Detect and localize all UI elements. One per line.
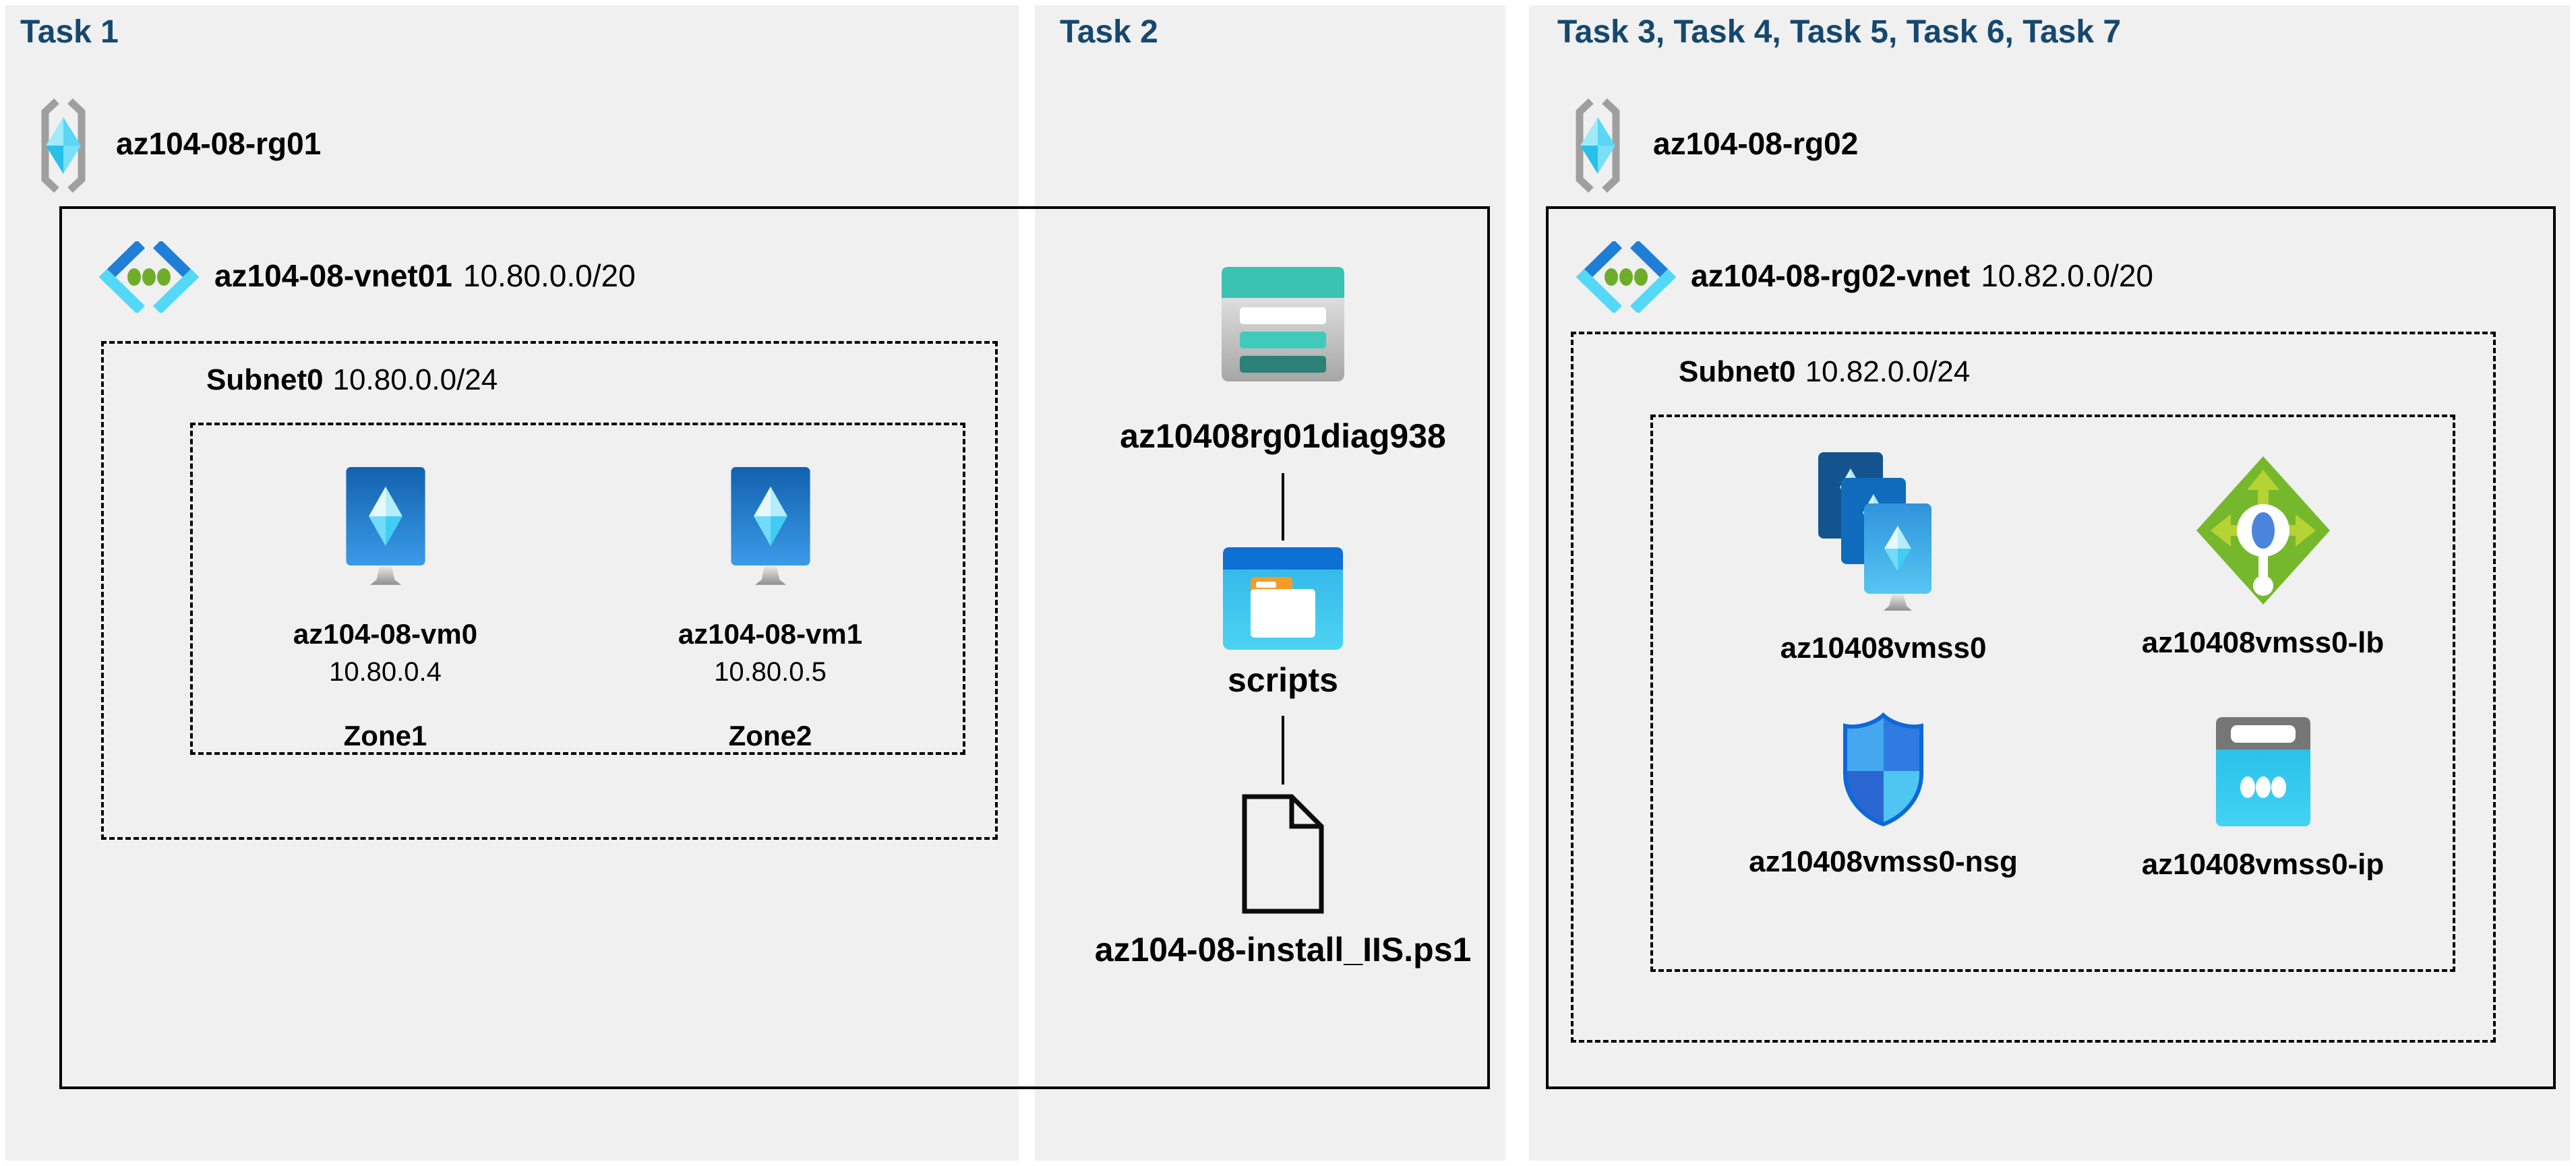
vnet-name: az104-08-rg02-vnet [1691,258,1971,293]
storage-account-icon [1222,267,1344,381]
vm-ip: 10.80.0.5 [714,656,827,687]
load-balancer-cell: az10408vmss0-lb [2073,417,2453,682]
nsg-cell: az10408vmss0-nsg [1694,682,2073,969]
task3-panel [1529,5,2570,1161]
virtual-network-icon [98,241,200,313]
vnet-name: az104-08-vnet01 [214,258,452,293]
vmss-cell: az10408vmss0 [1694,417,2073,682]
vnet1-boundary [59,206,1490,1089]
vm-name: az104-08-vm0 [293,618,478,650]
network-security-group-icon [1838,712,1929,828]
task1-panel [5,5,1019,1161]
resource-name: az10408vmss0-ip [2141,848,2385,882]
task3-header: Task 3, Task 4, Task 5, Task 6, Task 7 [1557,14,2122,50]
resource-name: az10408vmss0-nsg [1749,845,2018,879]
load-balancer-icon [2192,452,2334,609]
vm-zone: Zone1 [343,719,427,751]
vm-scale-set-icon [1814,452,1952,614]
virtual-machine-icon [335,467,436,591]
vnet-cidr: 10.82.0.0/20 [1981,258,2153,293]
container-name: scripts [1228,661,1338,699]
subnet-name: Subnet0 [1679,355,1796,388]
subnet-name: Subnet0 [206,363,324,396]
virtual-machine-icon [720,467,821,591]
vm-ip: 10.80.0.4 [329,656,442,687]
subnet-cidr: 10.80.0.0/24 [332,363,498,396]
vnet2-boundary [1546,206,2556,1089]
subnet-title: Subnet0 10.82.0.0/24 [1679,355,1971,388]
resource-group-icon [1571,98,1625,193]
vm1-cell: az104-08-vm1 10.80.0.5 Zone2 [578,425,963,752]
subnet2-boundary [1571,332,2496,1043]
task2-header: Task 2 [1060,14,1158,50]
zones-boundary: az104-08-vm0 10.80.0.4 Zone1 az104-08-vm… [190,423,965,755]
public-ip-icon [2211,712,2316,830]
vnet-title: az104-08-vnet01 10.80.0.0/20 [214,259,636,293]
vm-name: az104-08-vm1 [678,618,863,650]
script-file-icon [1240,794,1325,914]
virtual-network-icon [1576,241,1677,313]
task1-header: Task 1 [20,14,119,50]
vm-zone: Zone2 [728,719,812,751]
script-file-name: az104-08-install_IIS.ps1 [1094,931,1472,969]
public-ip-cell: az10408vmss0-ip [2073,682,2453,969]
connector-line [1282,473,1284,541]
resource-group-name: az104-08-rg01 [116,126,322,161]
vnet-cidr: 10.80.0.0/20 [462,258,636,293]
vm0-cell: az104-08-vm0 10.80.0.4 Zone1 [193,425,578,752]
subnet-cidr: 10.82.0.0/24 [1805,355,1971,388]
resource-name: az10408vmss0 [1780,632,1987,665]
blob-container-icon [1223,547,1343,650]
storage-account-name: az10408rg01diag938 [1120,417,1446,455]
vmss-resources-boundary: az10408vmss0 az10408vmss0-lb az10408vmss… [1650,415,2455,972]
resource-group-icon [36,98,90,193]
vnet-title: az104-08-rg02-vnet 10.82.0.0/20 [1691,259,2153,293]
resource-group-name: az104-08-rg02 [1653,126,1859,161]
resource-name: az10408vmss0-lb [2141,626,2385,659]
subnet1-boundary [101,341,998,840]
connector-line [1282,716,1284,785]
